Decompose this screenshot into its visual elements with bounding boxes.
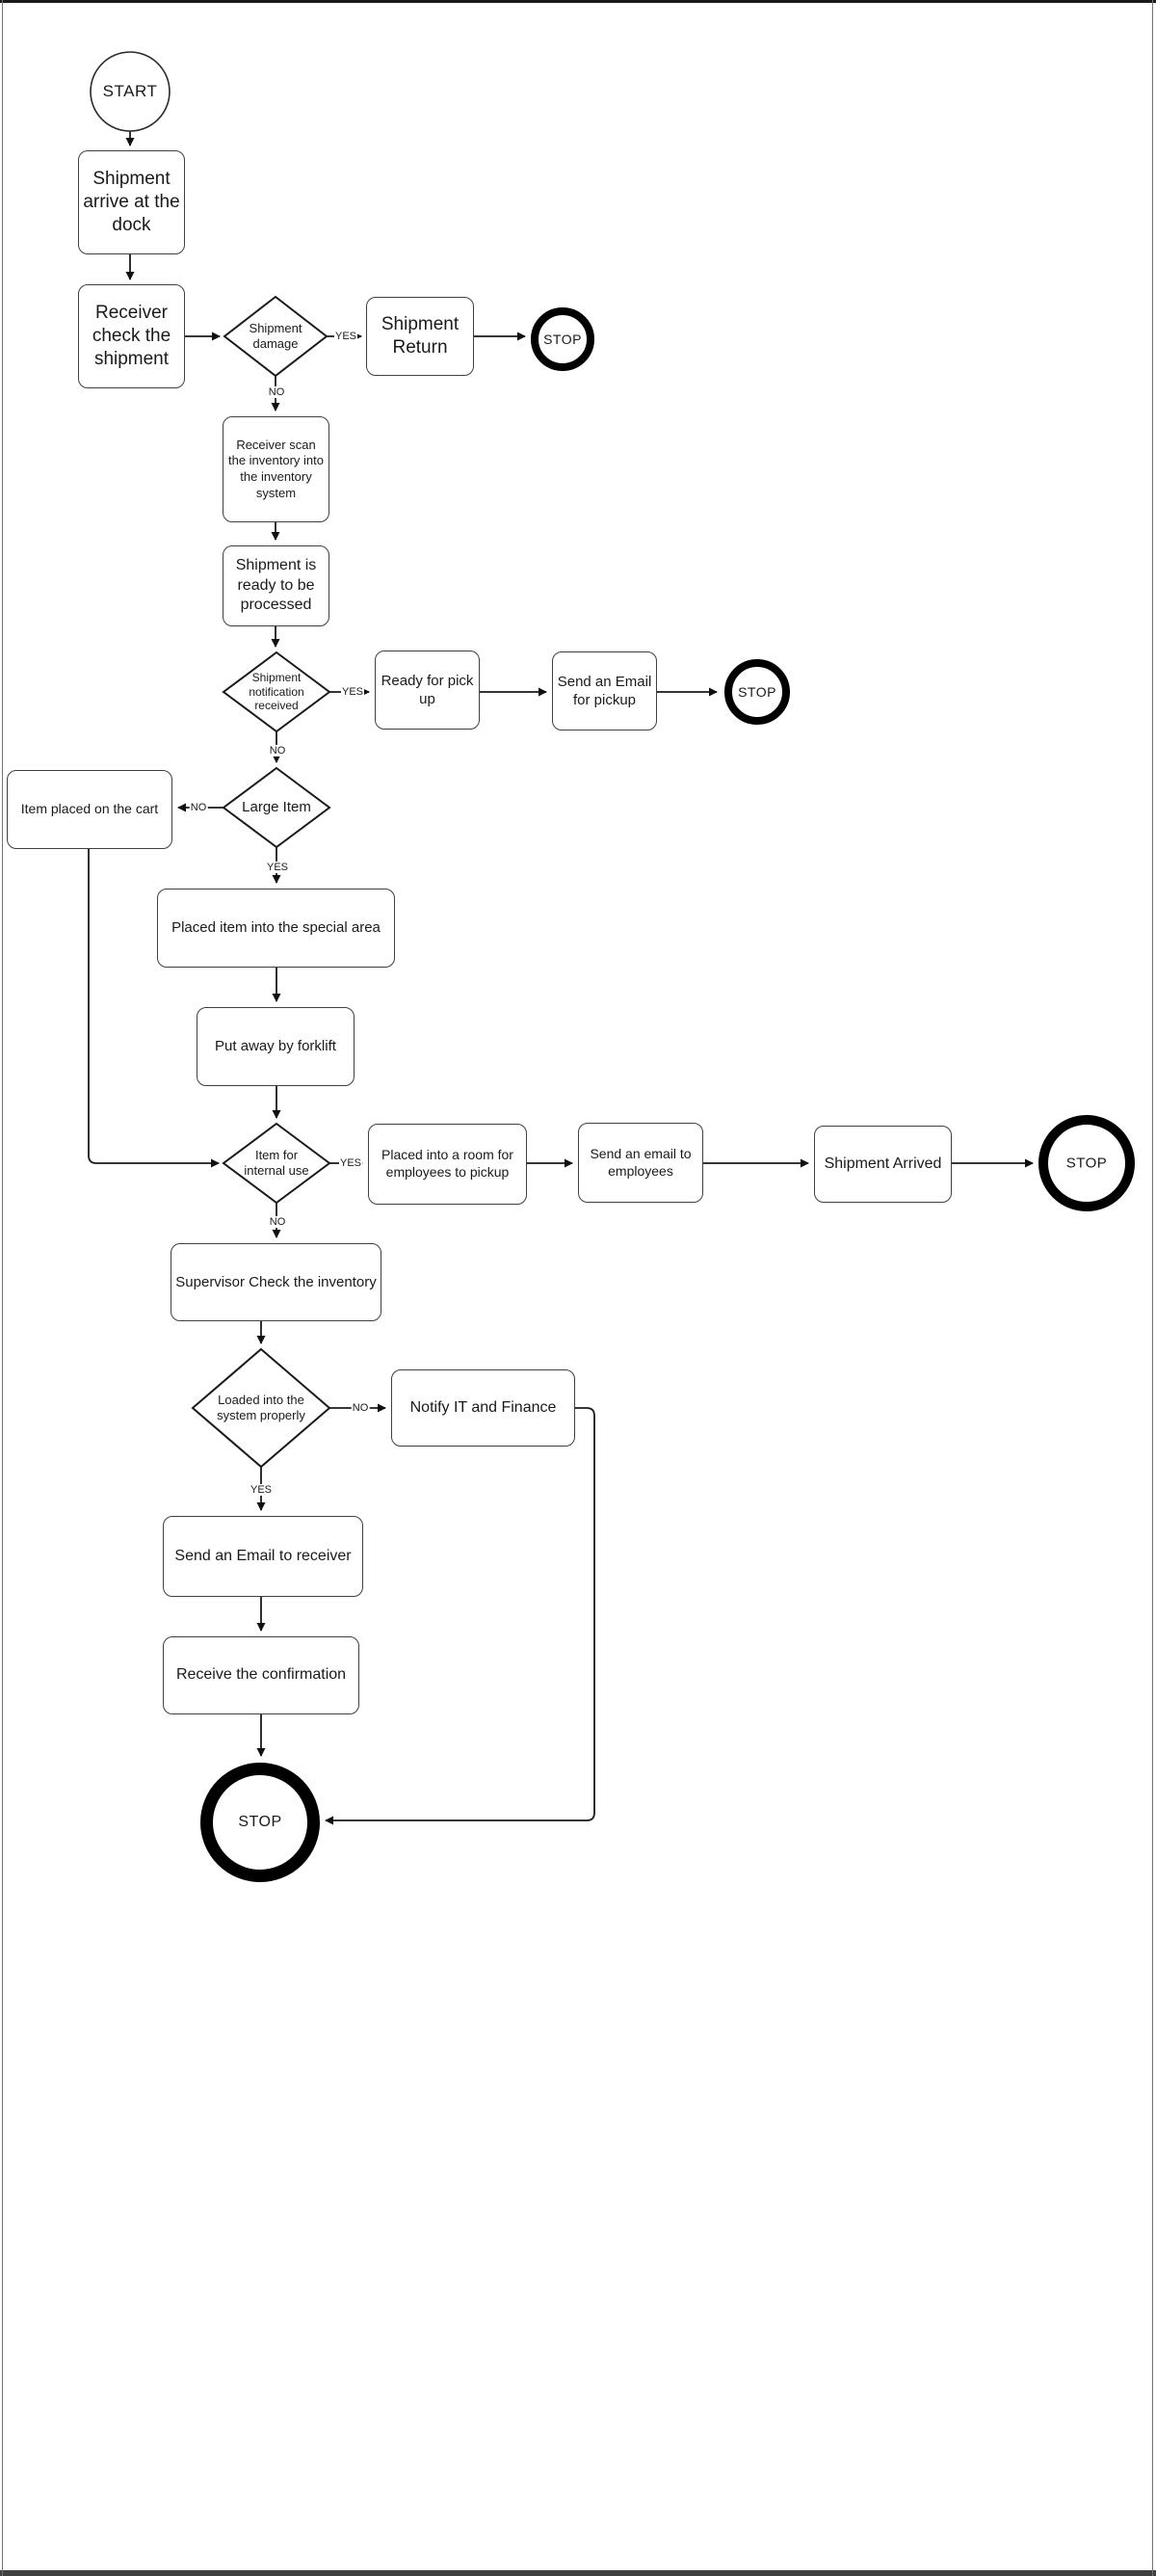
stop4-terminator-label: STOP bbox=[238, 1814, 282, 1830]
decision-internal-use-shape bbox=[222, 1122, 331, 1205]
edge-cart-to-internal bbox=[88, 849, 220, 1168]
edge-label-internal-no: NO bbox=[268, 1215, 287, 1229]
edge-label-loaded-no: NO bbox=[351, 1401, 370, 1415]
edge-label-damage-yes: YES bbox=[333, 330, 358, 343]
decision-notification-received-label: Shipment notification received bbox=[249, 671, 304, 713]
process-notify-it: Notify IT and Finance bbox=[391, 1369, 575, 1447]
stop4-terminator-circle bbox=[200, 1763, 320, 1882]
decision-notification-received-shape bbox=[222, 651, 331, 733]
stop1-terminator-circle bbox=[531, 307, 594, 371]
stop3-terminator-label: STOP bbox=[1065, 1155, 1108, 1172]
process-shipment-arrived: Shipment Arrived bbox=[814, 1126, 952, 1203]
process-receive-confirmation: Receive the confirmation bbox=[163, 1636, 359, 1714]
process-special-area: Placed item into the special area bbox=[157, 889, 395, 968]
start-terminator-circle bbox=[90, 51, 171, 132]
process-forklift: Put away by forklift bbox=[197, 1007, 355, 1086]
process-shipment-ready: Shipment is ready to be processed bbox=[223, 545, 329, 626]
edge-label-damage-no: NO bbox=[267, 385, 286, 399]
process-shipment-arrive: Shipment arrive at the dock bbox=[78, 150, 185, 254]
start-terminator-label: START bbox=[102, 82, 158, 100]
stop2-terminator-label: STOP bbox=[738, 684, 776, 700]
edge-label-large-yes: YES bbox=[265, 861, 290, 874]
process-room-employees: Placed into a room for employees to pick… bbox=[368, 1124, 527, 1205]
page-border-left bbox=[2, 0, 3, 2576]
decision-shipment-damage-label: Shipment damage bbox=[249, 321, 302, 351]
page-border-bottom bbox=[0, 2570, 1156, 2576]
edge-label-internal-yes: YES bbox=[338, 1156, 363, 1170]
stop3-terminator-circle bbox=[1038, 1115, 1135, 1211]
decision-large-item-label: Large Item bbox=[242, 798, 311, 815]
page-border-top bbox=[0, 0, 1156, 3]
process-receiver-scan: Receiver scan the inventory into the inv… bbox=[223, 416, 329, 522]
stop2-terminator-circle bbox=[724, 659, 790, 725]
decision-loaded-properly-shape bbox=[191, 1347, 331, 1469]
decision-loaded-properly-label: Loaded into the system properly bbox=[217, 1393, 305, 1422]
decision-large-item-shape bbox=[222, 766, 331, 849]
edge-label-notification-yes: YES bbox=[340, 685, 365, 699]
process-shipment-return: Shipment Return bbox=[366, 297, 474, 376]
process-item-cart: Item placed on the cart bbox=[7, 770, 172, 849]
edge-notify-to-stop4 bbox=[325, 1407, 595, 1825]
page-border-right bbox=[1152, 0, 1153, 2576]
process-email-receiver: Send an Email to receiver bbox=[163, 1516, 363, 1597]
process-ready-pickup: Ready for pick up bbox=[375, 651, 480, 730]
edge-label-large-no: NO bbox=[189, 801, 208, 814]
stop1-terminator-label: STOP bbox=[543, 332, 582, 347]
process-email-pickup: Send an Email for pickup bbox=[552, 651, 657, 730]
process-email-employees: Send an email to employees bbox=[578, 1123, 703, 1203]
process-receiver-check: Receiver check the shipment bbox=[78, 284, 185, 388]
decision-internal-use-label: Item for internal use bbox=[244, 1148, 309, 1178]
edge-label-notification-no: NO bbox=[268, 744, 287, 757]
edge-label-loaded-yes: YES bbox=[249, 1483, 274, 1497]
process-supervisor-check: Supervisor Check the inventory bbox=[171, 1243, 381, 1321]
decision-shipment-damage-shape bbox=[223, 295, 328, 378]
